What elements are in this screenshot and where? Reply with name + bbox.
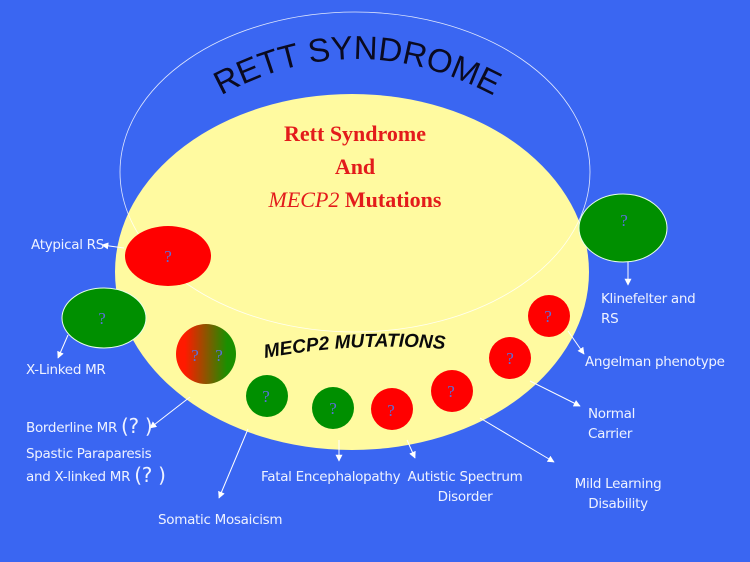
label-somatic-mosaicism: Somatic Mosaicism [158,512,283,528]
autistic-node [371,388,413,430]
label-fatal-encephalopathy: Fatal Encephalopathy [261,469,401,485]
spastic-text: and X-linked MR [26,469,131,485]
label-spastic-line2: and X-linked MR (? ) [26,465,166,487]
angelman-node [528,295,570,337]
atypical-rs-node [125,226,211,286]
question-mark: ? [447,382,455,401]
autistic-line1: Autistic Spectrum [407,469,523,485]
arrow-borderline [149,396,191,429]
klinefelter-line1: Klinefelter and [601,291,696,307]
center-title-line1: Rett Syndrome [284,121,426,146]
mild-line2: Disability [588,496,648,512]
arrow-autistic [406,439,416,459]
question-mark: ? [329,399,337,418]
question-mark: ? [620,211,628,230]
label-klinefelter: Klinefelter and RS [601,289,696,329]
rett-syndrome-arc-title: RETT SYNDROME [208,29,508,102]
arrow-atypical [101,242,125,250]
mild-line1: Mild Learning [574,476,662,492]
question-mark: ? [215,346,223,365]
center-title-line2: And [334,154,376,179]
normal-line2: Carrier [588,426,633,442]
question-mark: ? [544,307,552,326]
question-mark: ? [98,309,106,328]
gene-name: MECP2 [268,187,340,212]
center-title-line3: MECP2 Mutations [0,183,710,217]
borderline-question: (? ) [121,414,153,438]
mixed-node [176,324,236,384]
label-spastic-line1: Spastic Paraparesis [26,446,152,462]
arrow-somatic [218,428,249,499]
x-linked-mr-node [61,287,147,349]
somatic-node [246,375,288,417]
mild-node [431,370,473,412]
label-atypical-rs: Atypical RS [31,237,104,253]
rett-boundary [119,11,591,333]
normal-carrier-node [489,337,531,379]
klinefelter-line2: RS [601,311,619,327]
mutations-word: Mutations [339,187,442,212]
label-mild-learning: Mild Learning Disability [570,474,666,514]
label-autistic-spectrum: Autistic Spectrum Disorder [404,467,526,507]
klinefelter-node [578,193,668,263]
question-mark: ? [387,401,395,420]
spastic-question: (? ) [134,463,166,487]
autistic-line2: Disorder [437,489,493,505]
question-mark: ? [164,247,172,266]
arrow-x-linked [57,334,69,359]
arrow-mild-learning [479,417,555,463]
label-borderline-mr: Borderline MR (? ) [26,414,153,438]
arrow-angelman [567,330,585,355]
question-mark: ? [506,349,514,368]
label-x-linked-mr: X-Linked MR [26,362,106,378]
borderline-text: Borderline MR [26,420,118,436]
question-mark: ? [191,346,199,365]
normal-line1: Normal [588,406,636,422]
label-angelman: Angelman phenotype [585,354,725,370]
question-mark: ? [262,387,270,406]
arrow-normal-carrier [529,380,581,407]
label-normal-carrier: Normal Carrier [588,404,635,444]
fatal-node [312,387,354,429]
